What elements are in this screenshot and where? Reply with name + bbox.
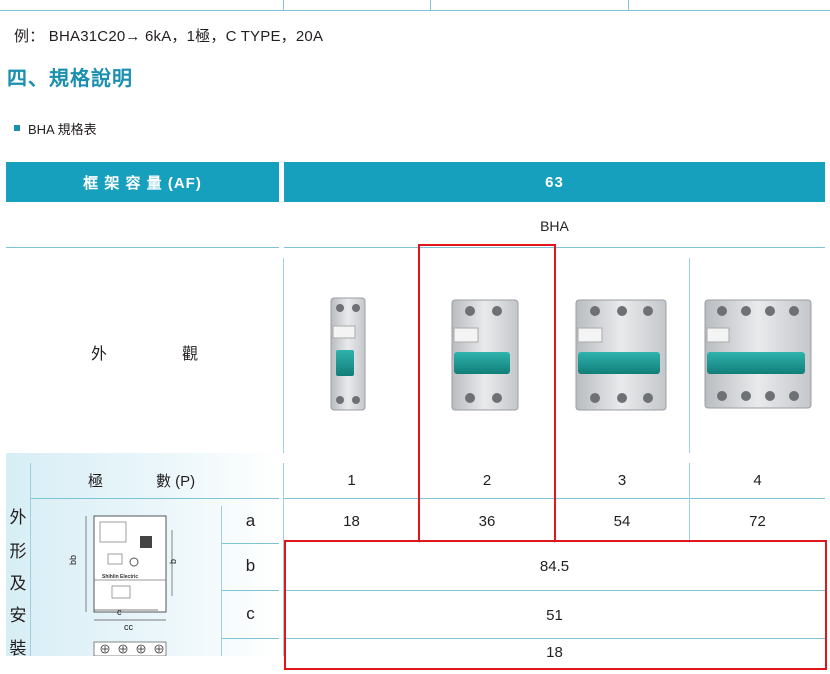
model-name: BHA — [540, 218, 569, 234]
breaker-4p-icon — [704, 299, 812, 409]
dim-a-value: 54 — [613, 512, 631, 530]
col-divider — [283, 463, 284, 656]
poles-value: 4 — [753, 472, 762, 489]
col-divider — [689, 463, 690, 543]
dim-label-c: c — [246, 604, 255, 623]
diagram-brand: Shihlin Electric — [102, 574, 138, 580]
dim-a-value: 72 — [749, 512, 766, 530]
poles-value: 1 — [347, 472, 356, 489]
frame-value-header: 63 — [284, 162, 825, 202]
row-divider — [222, 638, 279, 639]
side-label-char: 形 — [9, 542, 27, 561]
highlight-2-pole-column — [418, 244, 556, 542]
dim-label-b: b — [245, 556, 256, 575]
breaker-2p-icon — [451, 299, 519, 411]
side-label-char: 安 — [9, 606, 27, 625]
top-table-edge — [0, 0, 830, 11]
dim-label-a: a — [245, 511, 256, 530]
col-divider — [283, 258, 284, 453]
top-divider — [628, 0, 629, 10]
poles-label-1: 極 — [88, 473, 104, 490]
row-divider — [31, 498, 279, 499]
dim-a-value: 18 — [343, 512, 360, 530]
top-divider — [430, 0, 431, 10]
row-divider — [222, 543, 279, 544]
section-title: 四、規格說明 — [7, 66, 133, 90]
appearance-label: 外 觀 — [6, 248, 279, 453]
dim-a-value: 36 — [478, 512, 496, 530]
row-divider — [6, 247, 279, 248]
diagram-cc: cc — [124, 622, 134, 632]
top-divider — [283, 0, 284, 10]
poles-value: 3 — [617, 472, 627, 489]
diagram-c: c — [117, 607, 122, 617]
side-label-char: 外 — [9, 508, 27, 527]
bullet-icon — [14, 125, 20, 131]
breaker-1p-icon — [330, 297, 366, 411]
appearance-label-2: 觀 — [182, 346, 199, 363]
col-divider — [689, 258, 690, 453]
row-divider — [284, 638, 825, 639]
row-divider — [222, 590, 279, 591]
col-divider — [221, 506, 222, 656]
example-line: 例： BHA31C20→ 6kA，1極，C TYPE，20A — [14, 28, 324, 45]
poles-label: 極 數 (P) — [31, 463, 279, 498]
side-label-char: 及 — [9, 574, 27, 593]
col-divider — [30, 463, 31, 656]
breaker-3p-icon — [575, 299, 667, 411]
poles-label-2: 數 (P) — [156, 473, 196, 490]
side-label-char: 裝 — [9, 639, 27, 658]
dimension-drawing: Shihlin Electric bb b c cc — [68, 515, 178, 656]
dim-c-value: 51 — [546, 606, 563, 624]
bullet-label: BHA 規格表 — [28, 122, 97, 137]
appearance-label-1: 外 — [91, 346, 108, 363]
diagram-bb: bb — [68, 555, 78, 565]
highlight-common-dimensions — [284, 540, 827, 670]
diagram-b: b — [168, 559, 178, 564]
row-divider — [284, 590, 825, 591]
dim-b-value: 84.5 — [539, 557, 570, 575]
frame-capacity-header: 框 架 容 量 (AF) — [6, 162, 279, 202]
breaker-images — [330, 297, 812, 411]
poles-value: 2 — [482, 472, 492, 489]
